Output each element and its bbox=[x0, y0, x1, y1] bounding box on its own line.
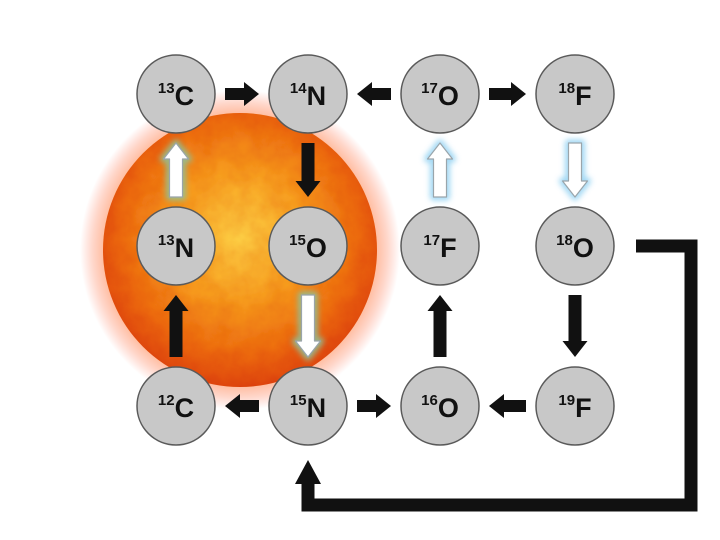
nucleus-group: 13C 14N 17O 18F 13N 15O 17F 18O bbox=[136, 54, 615, 446]
arrow-group bbox=[160, 82, 591, 418]
element-symbol: N bbox=[307, 393, 327, 423]
arrow-o17-to-f18 bbox=[489, 82, 526, 106]
element-symbol: C bbox=[175, 81, 195, 111]
mass-number: 17 bbox=[421, 80, 438, 97]
nucleus-o15: 15O bbox=[268, 206, 348, 286]
arrow-o18-to-n15-loop-head bbox=[295, 460, 321, 484]
svg-text:13N: 13N bbox=[158, 232, 194, 263]
element-symbol: F bbox=[440, 233, 457, 263]
element-symbol: F bbox=[575, 393, 592, 423]
svg-text:13C: 13C bbox=[158, 80, 194, 111]
arrow-n15-to-o16 bbox=[357, 394, 391, 418]
svg-text:15N: 15N bbox=[290, 392, 326, 423]
arrow-o15-to-n15 bbox=[292, 291, 324, 361]
mass-number: 15 bbox=[289, 232, 306, 249]
element-symbol: O bbox=[438, 81, 459, 111]
arrow-f19-to-o16 bbox=[489, 394, 526, 418]
mass-number: 14 bbox=[290, 80, 307, 97]
mass-number: 13 bbox=[158, 232, 175, 249]
return-loop bbox=[295, 239, 698, 512]
element-symbol: O bbox=[306, 233, 327, 263]
mass-number: 12 bbox=[158, 392, 175, 409]
arrow-o17-to-n14 bbox=[357, 82, 391, 106]
mass-number: 19 bbox=[558, 392, 575, 409]
svg-text:18O: 18O bbox=[556, 232, 594, 263]
arrow-o16-to-f17 bbox=[427, 295, 453, 357]
nucleus-f18: 18F bbox=[535, 54, 615, 134]
nucleus-o17: 17O bbox=[400, 54, 480, 134]
nucleus-f17: 17F bbox=[400, 206, 480, 286]
element-symbol: F bbox=[575, 81, 592, 111]
element-symbol: C bbox=[175, 393, 195, 423]
arrow-f17-to-o17 bbox=[424, 139, 456, 201]
arrow-o18-to-f19 bbox=[562, 295, 588, 357]
svg-text:12C: 12C bbox=[158, 392, 194, 423]
arrow-c13-to-n14 bbox=[225, 82, 259, 106]
arrow-n13-to-c13 bbox=[160, 139, 192, 201]
svg-text:14N: 14N bbox=[290, 80, 326, 111]
element-symbol: O bbox=[573, 233, 594, 263]
arrow-n14-to-o15 bbox=[295, 143, 321, 197]
mass-number: 17 bbox=[423, 232, 440, 249]
nucleus-n14: 14N bbox=[268, 54, 348, 134]
mass-number: 13 bbox=[158, 80, 175, 97]
arrow-c12-to-n13 bbox=[163, 295, 189, 357]
arrow-o18-to-n15-loop bbox=[301, 239, 698, 512]
mass-number: 16 bbox=[421, 392, 438, 409]
nucleus-n13: 13N bbox=[136, 206, 216, 286]
svg-text:16O: 16O bbox=[421, 392, 459, 423]
element-symbol: O bbox=[438, 393, 459, 423]
nucleus-c13: 13C bbox=[136, 54, 216, 134]
mass-number: 18 bbox=[558, 80, 575, 97]
nucleus-f19: 19F bbox=[535, 366, 615, 446]
svg-text:19F: 19F bbox=[558, 392, 591, 423]
svg-text:17F: 17F bbox=[423, 232, 456, 263]
nucleus-c12: 12C bbox=[136, 366, 216, 446]
arrow-f18-to-o18 bbox=[559, 139, 591, 201]
svg-text:17O: 17O bbox=[421, 80, 459, 111]
svg-text:18F: 18F bbox=[558, 80, 591, 111]
element-symbol: N bbox=[175, 233, 195, 263]
element-symbol: N bbox=[307, 81, 327, 111]
nucleus-o16: 16O bbox=[400, 366, 480, 446]
nucleus-n15: 15N bbox=[268, 366, 348, 446]
arrow-n15-to-c12 bbox=[225, 394, 259, 418]
sun-image bbox=[80, 90, 400, 410]
mass-number: 18 bbox=[556, 232, 573, 249]
nucleus-o18: 18O bbox=[535, 206, 615, 286]
mass-number: 15 bbox=[290, 392, 307, 409]
svg-text:15O: 15O bbox=[289, 232, 327, 263]
